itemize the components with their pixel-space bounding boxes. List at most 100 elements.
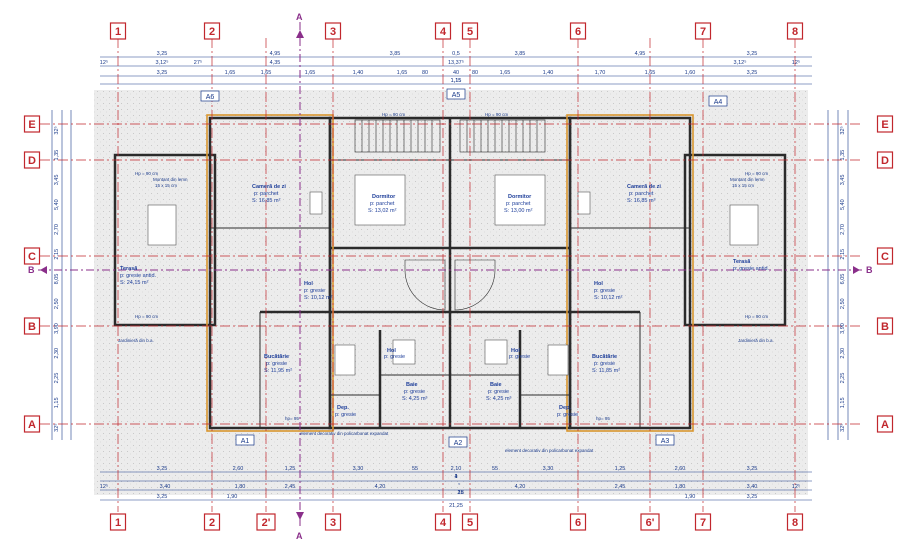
jardiniera-left: Jardinieră din b.a. [118, 338, 154, 343]
room-dormitor-right-name: Dormitor [508, 194, 532, 200]
room-bucatarie-right-area: S: 11,85 m² [592, 368, 620, 374]
dim-bot-r3-2: 1,90 [685, 494, 696, 500]
hp-label-right-bottom: Hp = 90 cm [745, 314, 768, 319]
montant-left: Montant din lemn [153, 177, 188, 182]
dim-bot-r2-5: 4,20 [515, 484, 526, 490]
dim-top-r2-5: 3,12⁵ [734, 59, 747, 66]
dim-top-r2-4: 13,37⁵ [448, 59, 464, 66]
dim-bot-r2-6: 2,45 [615, 484, 626, 490]
room-hol2-right-floor: p: gresie [509, 354, 530, 360]
dim-bot-r1-3: 3,30 [353, 466, 364, 472]
dim-top-r3-13: 1,60 [685, 70, 696, 76]
dim-right-9: 2,30 [840, 348, 846, 359]
dim-bot-r2-0: 12⁵ [100, 483, 108, 490]
room-terasa-left-floor: p: gresie antid. [120, 273, 157, 279]
jardiniera-right: Jardinieră din b.a. [738, 338, 774, 343]
axis-bottom-7-box [640, 513, 660, 531]
axis-bottom-0-box [109, 513, 127, 531]
hp-label-stair-left: Hp = 90 cm [382, 112, 405, 117]
room-bucatarie-right-name: Bucătărie [592, 354, 617, 360]
dim-right-8: 3,90 [840, 323, 846, 334]
dim-bot-r2-3: 2,45 [285, 484, 296, 490]
room-terasa-left-area: S: 24,15 m² [120, 280, 149, 286]
axis-right-0-label: E [881, 119, 888, 131]
axis-bottom-3-box [324, 513, 342, 531]
detail-tag-4-label: A2 [454, 440, 463, 447]
axis-right-2-box [876, 247, 894, 265]
dim-top-r3-7: 40 [453, 70, 459, 76]
axis-right-2-label: C [881, 251, 889, 263]
room-dormitor-right-floor: p: parchet [506, 201, 531, 207]
detail-tag-4-box [448, 436, 468, 448]
room-dormitor-left-name: Dormitor [372, 194, 396, 200]
axis-right-1-label: D [881, 155, 889, 167]
dim-top-r3-1: 1,65 [225, 70, 236, 76]
section-arrow-bottom [296, 512, 304, 520]
dim-bot-r2-8: 3,40 [747, 484, 758, 490]
room-bucatarie-left-area: S: 11,95 m² [264, 368, 292, 374]
room-camera-right-floor: p: parchet [629, 191, 654, 197]
room-baie-left-area: S: 4,25 m² [402, 396, 428, 402]
dim-bot-r2-1: 3,40 [160, 484, 171, 490]
axis-top-7-box [786, 22, 804, 40]
axis-bottom-6-box [569, 513, 587, 531]
axis-left-4-label: A [28, 419, 36, 431]
dim-top-r3-3: 1,65 [305, 70, 316, 76]
dim-right-5: 2,15 [840, 249, 846, 260]
dim-bot-r1-5: 2,10 [451, 466, 462, 472]
room-dep-left-name: Dep. [337, 405, 349, 411]
dim-top-r3-11: 1,70 [595, 70, 606, 76]
montant-right-size: 15 x 15 cm [732, 183, 754, 188]
room-baie-right-area: S: 4,25 m² [486, 396, 512, 402]
dim-bot-r2-9: 12⁵ [792, 483, 800, 490]
room-terasa-right-name: Terasă [733, 259, 751, 265]
axis-bottom-4-label: 4 [440, 517, 447, 529]
dim-top-r3-4: 1,40 [353, 70, 364, 76]
dim-left-11: 1,15 [54, 397, 60, 408]
axis-top-4-label: 5 [467, 26, 473, 38]
room-hol-left-area: S: 10,12 m² [304, 295, 333, 301]
hp-label-left-bottom: Hp = 90 cm [135, 314, 158, 319]
dim-bot-r1-10: 3,25 [747, 466, 758, 472]
dim-left-10: 2,25 [54, 373, 60, 384]
axis-top-1-label: 2 [209, 26, 215, 38]
axis-top-4-box [461, 22, 479, 40]
dim-top-r3-8: 80 [472, 70, 478, 76]
axis-bottom-2-box [256, 513, 276, 531]
axis-left-2-box [23, 247, 41, 265]
bottom-terrain [94, 445, 808, 495]
dim-right-4: 2,70 [840, 224, 846, 235]
dim-bot-r1-0: 3,25 [157, 466, 168, 472]
dim-left-1: 1,35 [54, 150, 60, 161]
axis-top-3-box [434, 22, 452, 40]
dim-right-10: 2,25 [840, 373, 846, 384]
dim-bot-r1-4: 55 [412, 466, 418, 472]
detail-tag-3-box [235, 434, 255, 446]
room-hol-left-floor: p: gresie [304, 288, 325, 294]
dim-bot-r3-1: 1,90 [227, 494, 238, 500]
axis-right-3-label: B [881, 321, 889, 333]
dim-left-8: 3,90 [54, 323, 60, 334]
dim-left-9: 2,30 [54, 348, 60, 359]
axis-right-0-box [876, 115, 894, 133]
dim-top-r3-10: 1,40 [543, 70, 554, 76]
dim-bot-r2-7: 1,80 [675, 484, 686, 490]
dim-bot-r2-4: 4,20 [375, 484, 386, 490]
detail-tag-2-box [708, 95, 728, 107]
dim-top-r4-1: 1,15 [451, 78, 462, 84]
axis-bottom-1-box [203, 513, 221, 531]
section-mark-b-left: B [28, 265, 35, 275]
dim-top-r1-6: 3,25 [747, 51, 758, 57]
axis-bottom-3-label: 3 [330, 517, 336, 529]
room-hol-right-name: Hol [594, 281, 603, 287]
dim-top-r1-3: 0,5 [452, 51, 460, 57]
detail-tag-0-box [200, 90, 220, 102]
annotations: Hp = 90 cm Hp = 90 cm Hp = 90 cm Hp = 90… [118, 112, 774, 453]
detail-tag-0-label: A6 [206, 94, 215, 101]
dim-top-r4-0: 1,15 [451, 78, 462, 84]
axis-bottom-8-label: 7 [700, 517, 706, 529]
dimension-lines-bottom [100, 471, 812, 501]
axis-bottom-0-label: 1 [115, 517, 121, 529]
axis-top-3-label: 4 [440, 26, 447, 38]
